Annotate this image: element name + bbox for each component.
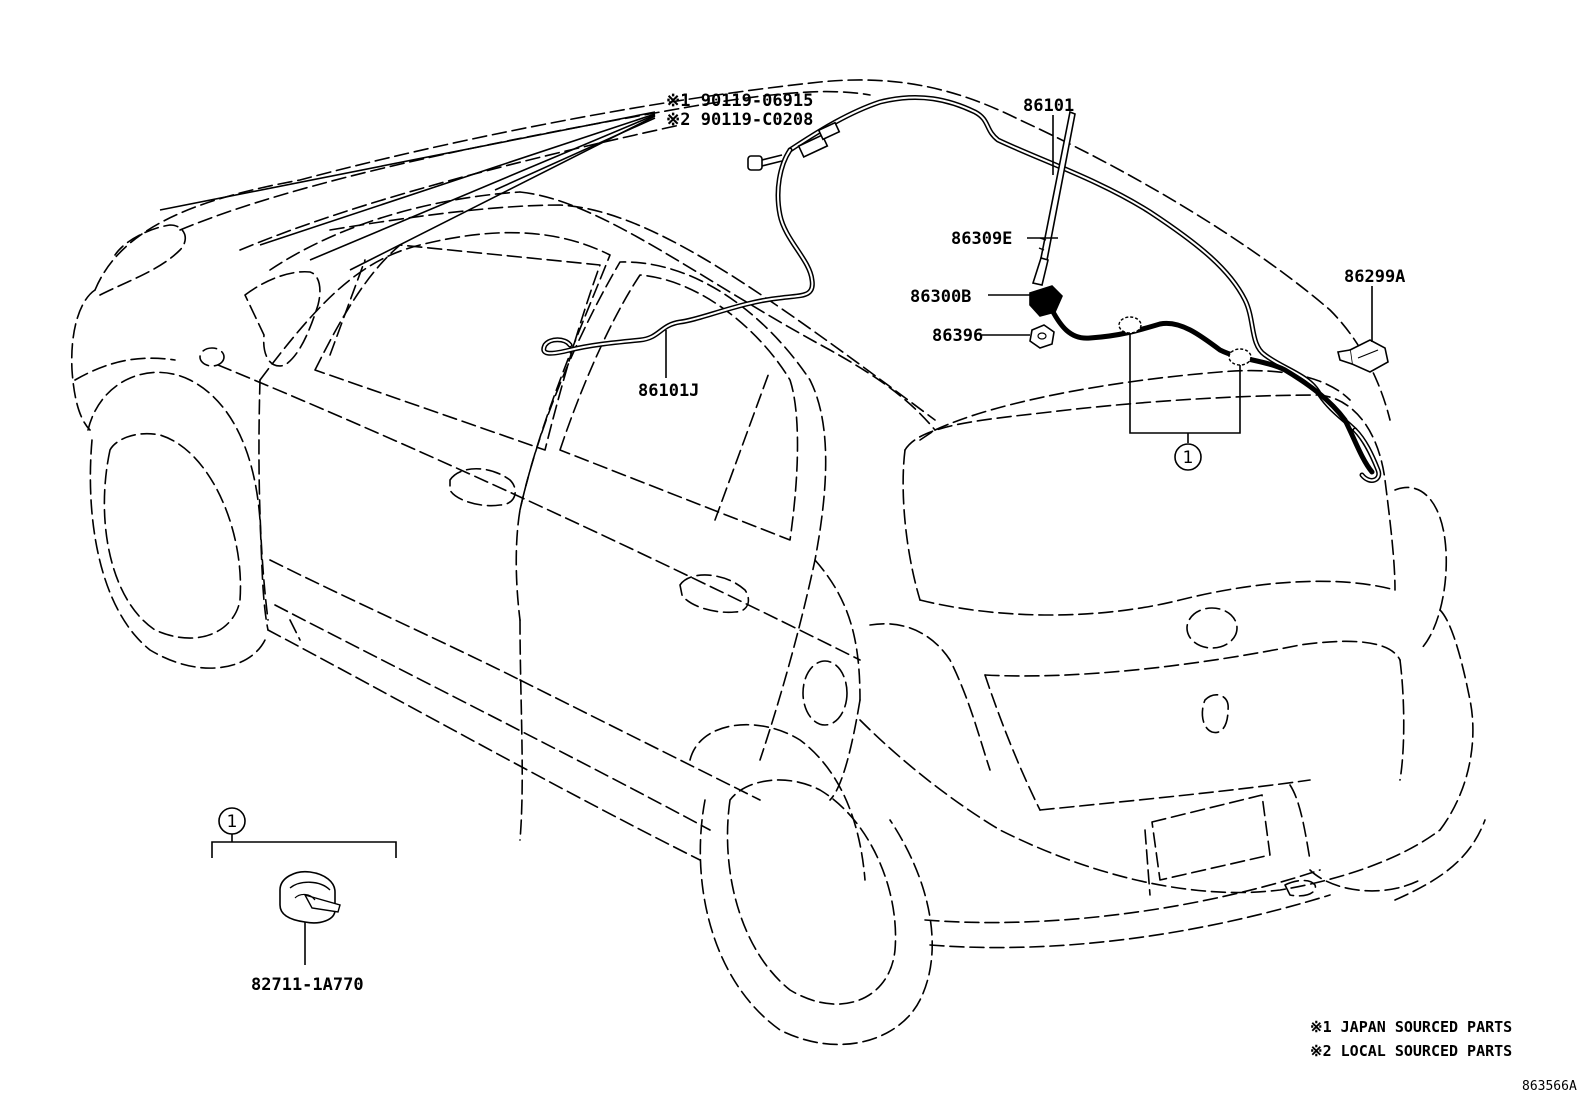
label-86299a: 86299A bbox=[1344, 267, 1405, 287]
group-marker-lower: 1 bbox=[218, 807, 246, 835]
group-marker-upper: 1 bbox=[1174, 443, 1202, 471]
label-86300b: 86300B bbox=[910, 287, 971, 307]
label-screw-note-2: ※2 90119-C0208 bbox=[666, 110, 813, 130]
figure-reference: 863566A bbox=[1522, 1079, 1577, 1094]
svg-text:1: 1 bbox=[227, 812, 238, 832]
screw-icon bbox=[747, 154, 783, 171]
label-86396: 86396 bbox=[932, 326, 983, 346]
bracket-86299a bbox=[1337, 339, 1389, 373]
clamp-markers bbox=[1118, 316, 1252, 366]
label-screw-note-1: ※1 90119-06915 bbox=[666, 91, 813, 111]
label-86101: 86101 bbox=[1023, 96, 1074, 116]
leader-lines bbox=[159, 111, 1373, 965]
antenna-cable-86101j bbox=[541, 121, 841, 356]
clip-82711 bbox=[279, 870, 341, 924]
nut-86396 bbox=[1029, 324, 1055, 349]
label-86101j: 86101J bbox=[638, 381, 699, 401]
label-82711: 82711-1A770 bbox=[251, 975, 364, 995]
legend-note-1: ※1 JAPAN SOURCED PARTS bbox=[1310, 1018, 1512, 1036]
car-body-outline bbox=[70, 79, 1486, 1046]
antenna-base-86300b bbox=[1029, 285, 1375, 475]
svg-text:1: 1 bbox=[1183, 448, 1194, 468]
antenna-cable-86101 bbox=[787, 95, 1382, 483]
legend-note-2: ※2 LOCAL SOURCED PARTS bbox=[1310, 1042, 1512, 1060]
antenna-rod-86309e bbox=[1031, 110, 1076, 286]
label-86309e: 86309E bbox=[951, 229, 1012, 249]
